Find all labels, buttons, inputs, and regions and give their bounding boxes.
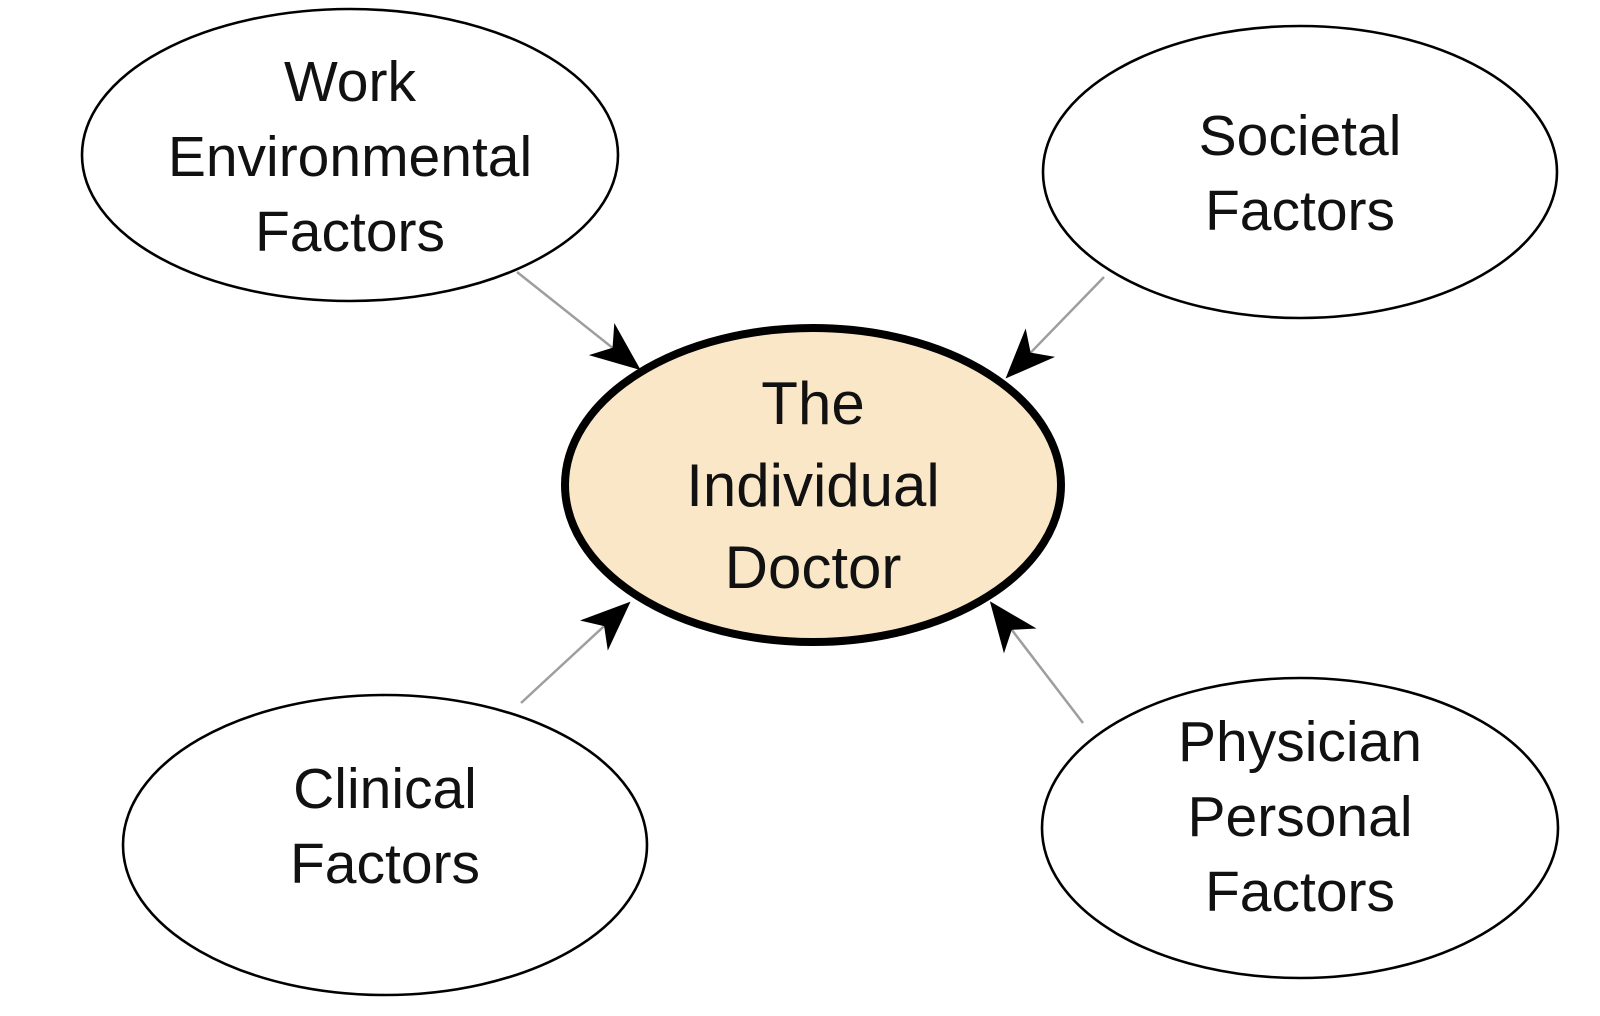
arrows-group [516, 271, 1105, 724]
node-the-individual-doctor-label-line3: Doctor [725, 534, 902, 601]
node-the-individual-doctor-label-line2: Individual [686, 452, 940, 519]
node-clinical-factors-label-line2: Factors [290, 832, 480, 896]
node-societal-factors-label-line1: Societal [1199, 104, 1402, 168]
node-work-environmental-factors-label-line2: Environmental [168, 125, 532, 189]
node-work-environmental-factors: Work Environmental Factors [80, 7, 620, 303]
node-societal-factors-label-line2: Factors [1205, 179, 1395, 243]
arrow-societal-to-doctor [1005, 276, 1105, 379]
node-work-environmental-factors-label-line1: Work [284, 50, 416, 114]
node-clinical-factors-ellipse [121, 693, 649, 997]
arrow-physician-personal-to-doctor [989, 601, 1084, 724]
node-the-individual-doctor: The Individual Doctor [561, 324, 1065, 646]
node-clinical-factors: Clinical Factors [121, 693, 649, 997]
arrow-clinical-to-doctor [520, 601, 631, 704]
node-physician-personal-factors-label-line3: Factors [1205, 860, 1395, 924]
node-the-individual-doctor-ellipse [561, 324, 1065, 646]
node-the-individual-doctor-label-line1: The [761, 370, 864, 437]
arrow-work-environmental-to-doctor [516, 271, 641, 371]
node-physician-personal-factors: Physician Personal Factors [1040, 676, 1560, 980]
node-societal-factors: Societal Factors [1041, 24, 1559, 320]
node-physician-personal-factors-label-line1: Physician [1178, 710, 1422, 774]
node-work-environmental-factors-label-line3: Factors [255, 200, 445, 264]
node-physician-personal-factors-ellipse [1040, 676, 1560, 980]
node-physician-personal-factors-label-line2: Personal [1188, 785, 1413, 849]
node-societal-factors-ellipse [1041, 24, 1559, 320]
node-work-environmental-factors-ellipse [80, 7, 620, 303]
node-clinical-factors-label-line1: Clinical [293, 757, 477, 821]
